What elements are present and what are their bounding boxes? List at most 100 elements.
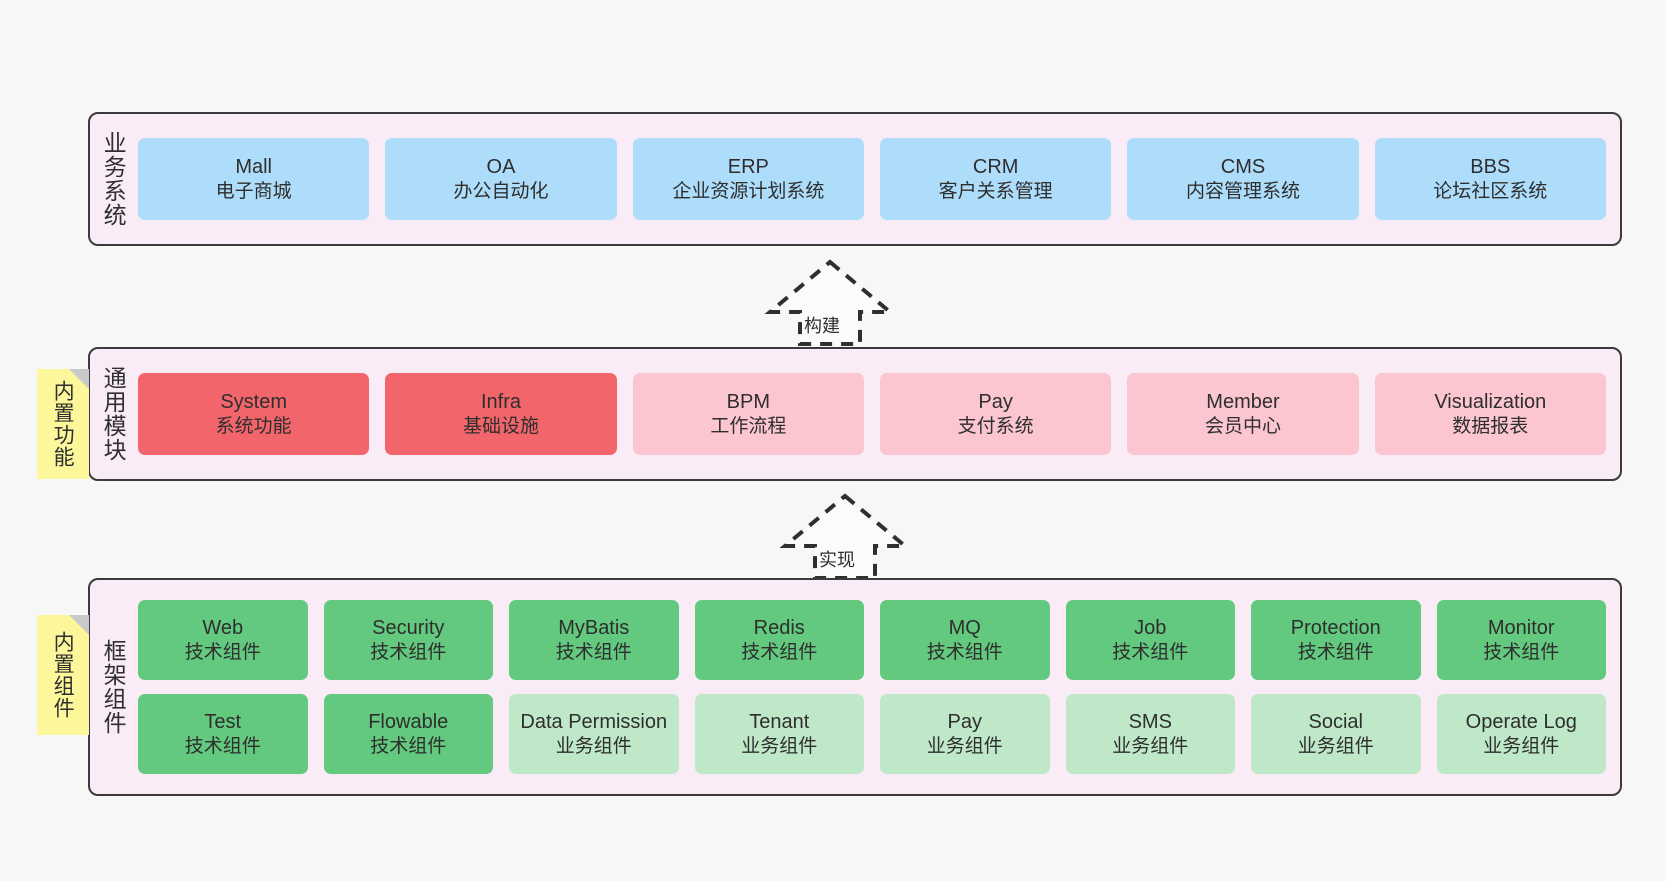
card-title: Test — [204, 710, 242, 733]
card-sms[interactable]: SMS 业务组件 — [1065, 694, 1235, 774]
card-flowable[interactable]: Flowable 技术组件 — [323, 694, 493, 774]
card-row: Test 技术组件 Flowable 技术组件 Data Permission … — [138, 694, 1606, 774]
card-test[interactable]: Test 技术组件 — [138, 694, 308, 774]
card-tenant[interactable]: Tenant 业务组件 — [694, 694, 864, 774]
card-subtitle: 企业资源计划系统 — [672, 179, 825, 202]
card-job[interactable]: Job 技术组件 — [1065, 600, 1235, 680]
card-pay-business[interactable]: Pay 业务组件 — [880, 694, 1050, 774]
card-web[interactable]: Web 技术组件 — [138, 600, 308, 680]
card-row: Web 技术组件 Security 技术组件 MyBatis 技术组件 Redi… — [138, 600, 1606, 680]
card-title: OA — [486, 155, 516, 178]
card-oa[interactable]: OA 办公自动化 — [385, 138, 617, 220]
card-title: Tenant — [749, 710, 810, 733]
card-visualization[interactable]: Visualization 数据报表 — [1374, 373, 1606, 455]
card-title: Job — [1134, 616, 1167, 639]
card-subtitle: 数据报表 — [1452, 414, 1529, 437]
card-title: Protection — [1290, 616, 1381, 639]
card-title: Security — [372, 616, 445, 639]
card-security[interactable]: Security 技术组件 — [323, 600, 493, 680]
card-subtitle: 技术组件 — [926, 640, 1003, 663]
card-subtitle: 内容管理系统 — [1185, 179, 1300, 202]
card-subtitle: 技术组件 — [741, 640, 818, 663]
card-title: BBS — [1470, 155, 1511, 178]
card-mybatis[interactable]: MyBatis 技术组件 — [509, 600, 679, 680]
card-subtitle: 会员中心 — [1204, 414, 1281, 437]
card-title: Operate Log — [1465, 710, 1577, 733]
card-title: Pay — [978, 390, 1013, 413]
card-crm[interactable]: CRM 客户关系管理 — [879, 138, 1112, 220]
card-title: ERP — [727, 155, 769, 178]
card-title: Social — [1308, 710, 1363, 733]
sticky-note-label: 内置组件 — [51, 631, 76, 719]
card-data-permission[interactable]: Data Permission 业务组件 — [509, 694, 679, 774]
card-title: MQ — [948, 616, 981, 639]
sticky-note-label: 内置功能 — [51, 380, 76, 468]
card-bbs[interactable]: BBS 论坛社区系统 — [1374, 138, 1606, 220]
card-subtitle: 技术组件 — [370, 734, 447, 757]
implement-arrow: 实现 — [765, 490, 925, 584]
card-row: Mall 电子商城 OA 办公自动化 ERP 企业资源计划系统 CRM 客户关系… — [138, 138, 1606, 220]
layer-common-modules: 通用模块 System 系统功能 Infra 基础设施 BPM 工作流程 Pay… — [88, 347, 1622, 481]
card-title: Monitor — [1487, 616, 1555, 639]
card-mq[interactable]: MQ 技术组件 — [880, 600, 1050, 680]
card-title: Data Permission — [520, 710, 668, 733]
build-arrow-label: 构建 — [804, 316, 840, 337]
implement-arrow-label: 实现 — [819, 550, 855, 571]
card-title: Infra — [480, 390, 521, 413]
card-title: Redis — [753, 616, 805, 639]
card-protection[interactable]: Protection 技术组件 — [1251, 600, 1421, 680]
card-subtitle: 电子商城 — [215, 179, 292, 202]
card-subtitle: 工作流程 — [710, 414, 787, 437]
card-pay[interactable]: Pay 支付系统 — [879, 373, 1112, 455]
card-title: CMS — [1220, 155, 1266, 178]
layer-title-framework-components: 框架组件 — [99, 639, 126, 735]
card-erp[interactable]: ERP 企业资源计划系统 — [632, 138, 864, 220]
card-subtitle: 技术组件 — [1297, 640, 1374, 663]
card-title: SMS — [1128, 710, 1172, 733]
card-cms[interactable]: CMS 内容管理系统 — [1127, 138, 1359, 220]
card-monitor[interactable]: Monitor 技术组件 — [1436, 600, 1606, 680]
card-title: System — [220, 390, 287, 413]
card-subtitle: 业务组件 — [741, 734, 818, 757]
card-subtitle: 系统功能 — [215, 414, 292, 437]
card-subtitle: 业务组件 — [555, 734, 632, 757]
build-arrow: 构建 — [750, 256, 910, 350]
layer-title-business-systems: 业务系统 — [99, 131, 126, 227]
card-title: CRM — [972, 155, 1019, 178]
sticky-fold-corner — [69, 369, 89, 389]
card-mall[interactable]: Mall 电子商城 — [138, 138, 370, 220]
card-subtitle: 技术组件 — [1112, 640, 1189, 663]
layer-framework-components: 框架组件 Web 技术组件 Security 技术组件 MyBatis 技术组件… — [88, 578, 1622, 796]
card-subtitle: 技术组件 — [184, 640, 261, 663]
card-social[interactable]: Social 业务组件 — [1251, 694, 1421, 774]
card-subtitle: 技术组件 — [1483, 640, 1560, 663]
card-title: Flowable — [368, 710, 449, 733]
card-bpm[interactable]: BPM 工作流程 — [632, 373, 864, 455]
card-infra[interactable]: Infra 基础设施 — [385, 373, 617, 455]
card-title: BPM — [726, 390, 770, 413]
card-title: Member — [1206, 390, 1280, 413]
layer-title-common-modules: 通用模块 — [99, 366, 126, 462]
card-subtitle: 技术组件 — [370, 640, 447, 663]
card-subtitle: 业务组件 — [1297, 734, 1374, 757]
card-operate-log[interactable]: Operate Log 业务组件 — [1436, 694, 1606, 774]
card-subtitle: 业务组件 — [926, 734, 1003, 757]
card-subtitle: 客户关系管理 — [938, 179, 1053, 202]
build-arrow-icon — [764, 259, 896, 346]
card-title: Mall — [235, 155, 272, 178]
card-subtitle: 办公自动化 — [453, 179, 549, 202]
card-subtitle: 业务组件 — [1112, 734, 1189, 757]
card-subtitle: 技术组件 — [184, 734, 261, 757]
sticky-note-builtin-features: 内置功能 — [37, 369, 89, 479]
card-title: Visualization — [1434, 390, 1547, 413]
card-subtitle: 基础设施 — [462, 414, 539, 437]
card-redis[interactable]: Redis 技术组件 — [694, 600, 864, 680]
card-subtitle: 支付系统 — [957, 414, 1034, 437]
card-subtitle: 论坛社区系统 — [1433, 179, 1548, 202]
card-row: System 系统功能 Infra 基础设施 BPM 工作流程 Pay 支付系统… — [138, 373, 1606, 455]
card-subtitle: 业务组件 — [1483, 734, 1560, 757]
layer-business-systems: 业务系统 Mall 电子商城 OA 办公自动化 ERP 企业资源计划系统 CRM… — [88, 112, 1622, 246]
card-member[interactable]: Member 会员中心 — [1127, 373, 1359, 455]
card-system[interactable]: System 系统功能 — [138, 373, 370, 455]
